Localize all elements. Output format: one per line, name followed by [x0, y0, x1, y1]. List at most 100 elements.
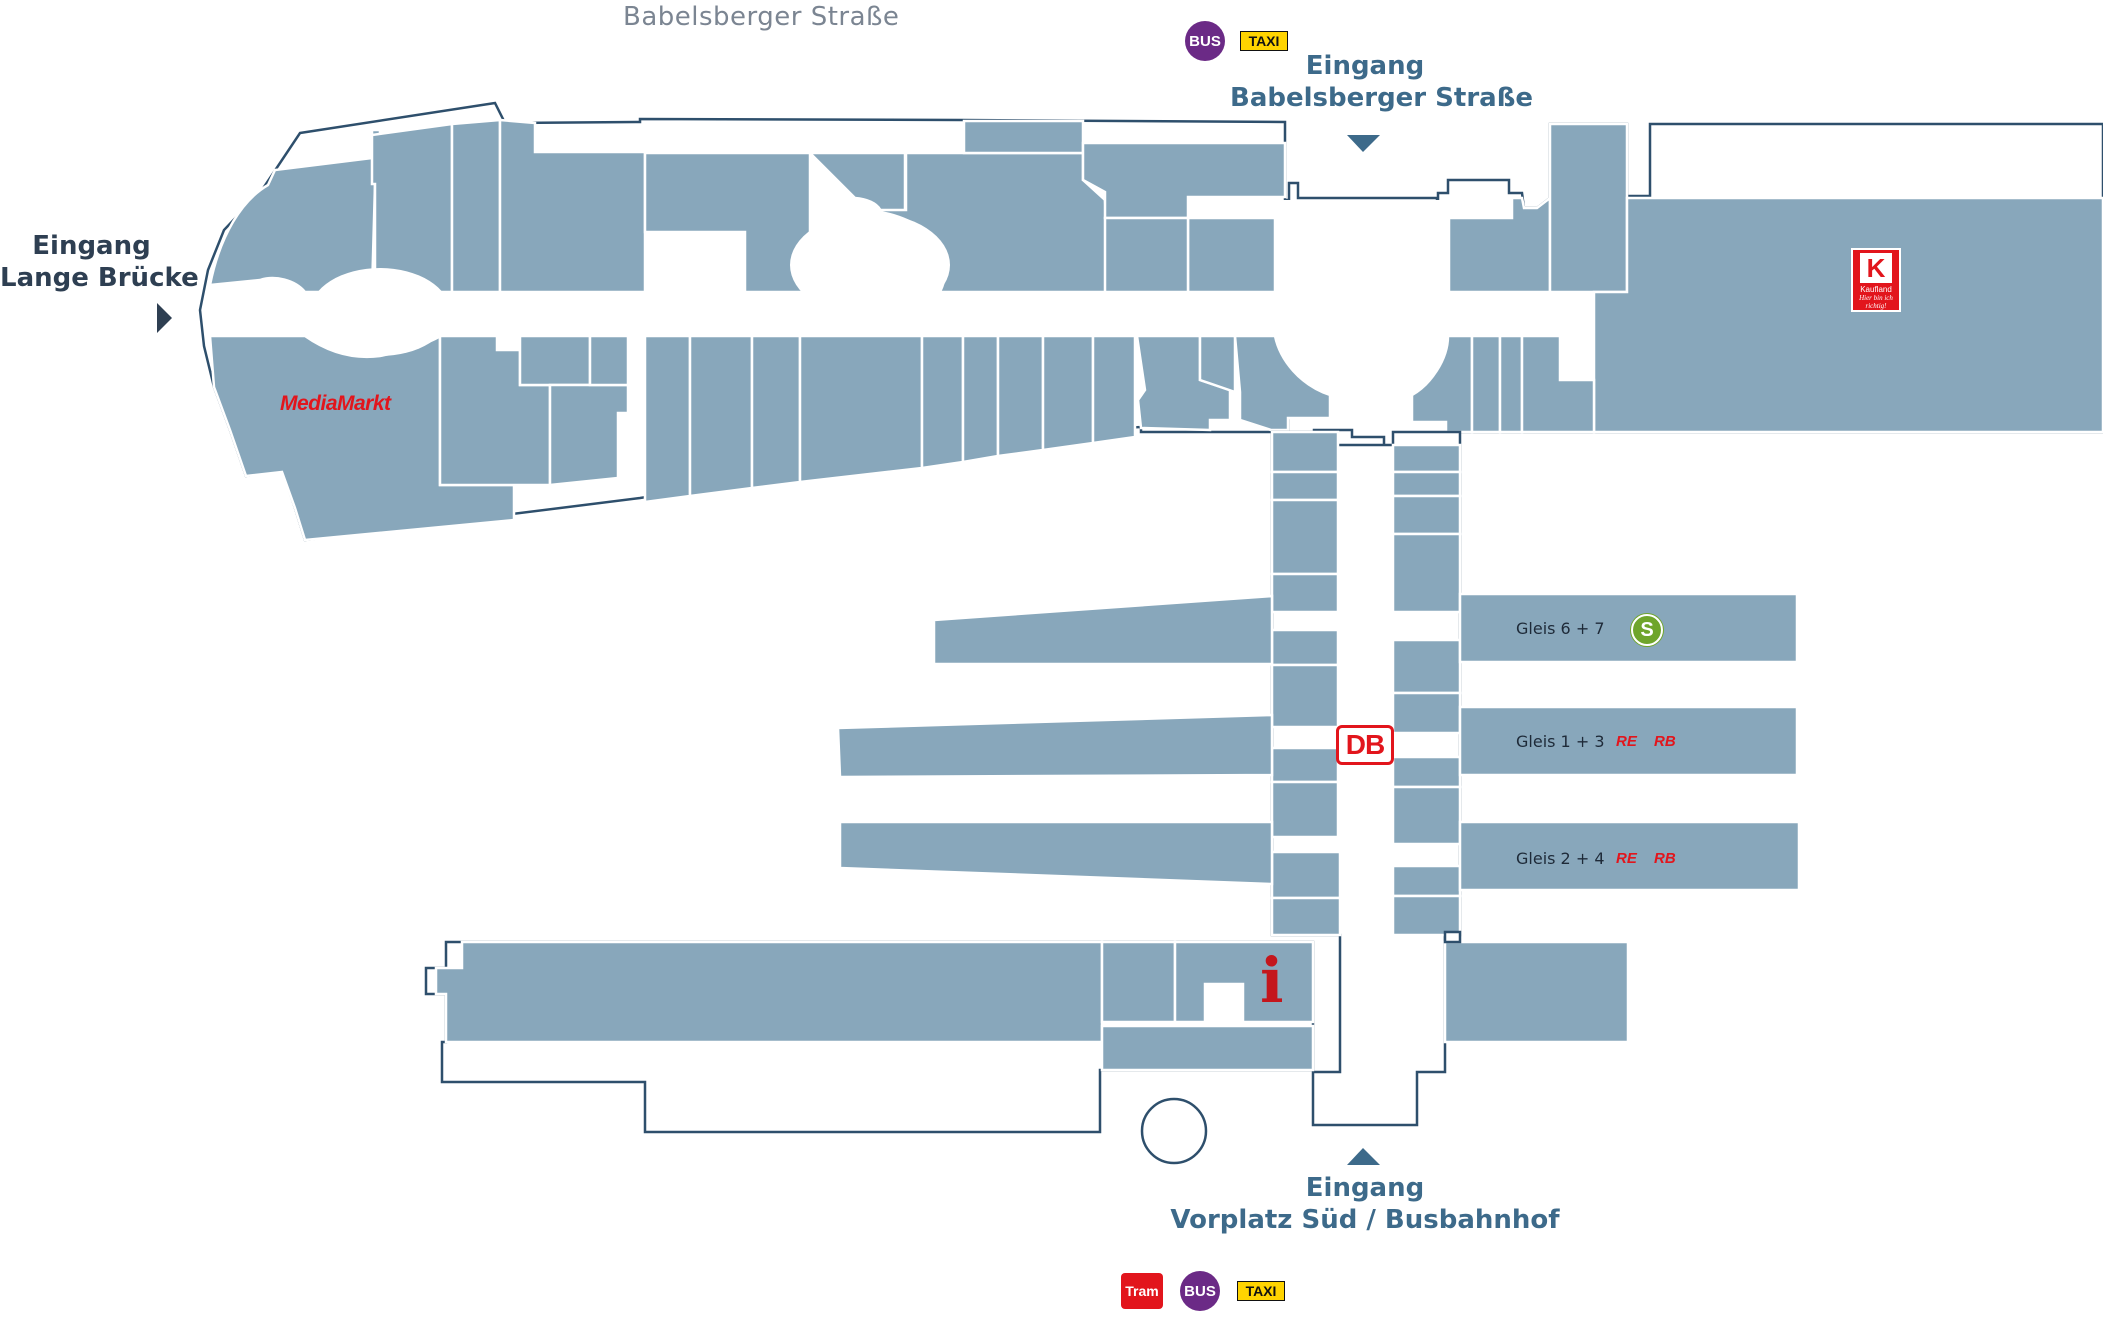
entrance-label-line1: Eingang: [32, 231, 151, 261]
platform-west-1: [932, 594, 1274, 666]
spine-w-10: [1270, 896, 1342, 937]
db-logo-icon: DB: [1336, 725, 1394, 765]
kaufland-name: Kaufland: [1860, 285, 1892, 294]
store-s-06: [688, 334, 754, 498]
platform-west-2: [836, 713, 1274, 779]
store-s-11: [996, 334, 1045, 458]
train-type-rb: RB: [1654, 850, 1676, 867]
kaufland-slogan: Hier bin ich richtig!: [1859, 294, 1893, 310]
store-s-07: [750, 334, 802, 490]
store-kaufland: [1592, 196, 2103, 434]
platform-east-gleis-6-7: [1458, 592, 1799, 664]
spine-w-04: [1270, 572, 1340, 614]
track-label-gleis-6-7: Gleis 6 + 7: [1516, 619, 1605, 638]
store-south-large: [434, 940, 1104, 1044]
entrance-label-line2: Lange Brücke: [0, 263, 199, 293]
sbahn-icon: S: [1631, 614, 1663, 646]
info-icon: i: [1260, 944, 1284, 1017]
spine-w-08: [1270, 780, 1340, 839]
store-s-13: [1091, 334, 1137, 445]
store-s-04: [588, 334, 630, 387]
store-e-03: [1498, 334, 1524, 434]
bus-icon: BUS: [1180, 1271, 1220, 1311]
store-s-09: [920, 334, 965, 470]
round-kiosk: [1140, 1097, 1208, 1165]
atrium-void-west: [310, 268, 450, 356]
north-wing: [198, 101, 2103, 542]
store-e-02: [1470, 334, 1502, 434]
store-s-12: [1041, 334, 1095, 452]
store-n-01: [370, 122, 454, 294]
central-rotunda: [1275, 200, 1448, 398]
entrance-label-line2: Vorplatz Süd / Busbahnhof: [1170, 1205, 1560, 1235]
entrance-label-line2: Babelsberger Straße: [1230, 83, 1534, 113]
spine-e-05: [1391, 638, 1462, 695]
entrance-label-line1: Eingang: [1305, 1173, 1425, 1203]
south-wing: [424, 930, 1630, 1165]
store-s-05: [643, 334, 692, 504]
track-label-gleis-1-3: Gleis 1 + 3: [1516, 732, 1605, 751]
entrance-label-line1: Eingang: [1305, 51, 1425, 81]
spine-e-06: [1391, 691, 1462, 735]
platform-west-3: [838, 820, 1274, 886]
store-n-10: [1103, 216, 1190, 294]
store-south-02: [1100, 940, 1177, 1024]
store-s-03: [548, 383, 630, 487]
mediamarkt-logo: MediaMarkt: [280, 392, 391, 415]
store-south-east: [1443, 940, 1630, 1044]
spine-e-09: [1391, 864, 1462, 898]
platform-east-gleis-1-3: [1458, 705, 1799, 777]
atrium-void-north: [790, 213, 950, 317]
spine-e-02: [1391, 470, 1462, 498]
store-south-04: [1100, 1024, 1315, 1072]
kaufland-k-icon: K: [1860, 253, 1892, 283]
bus-icon: BUS: [1185, 21, 1225, 61]
store-south-03: [1173, 940, 1315, 1024]
spine-w-03: [1270, 498, 1340, 576]
store-e-04: [1520, 334, 1596, 434]
track-label-gleis-2-4: Gleis 2 + 4: [1516, 849, 1605, 868]
spine-e-07: [1391, 755, 1462, 789]
spine-w-05: [1270, 628, 1340, 667]
train-type-rb: RB: [1654, 733, 1676, 750]
central-spine: [1270, 430, 1462, 1127]
platform-east-gleis-2-4: [1458, 820, 1801, 892]
spine-w-09: [1270, 850, 1342, 900]
store-n-02: [450, 118, 502, 294]
platforms: [836, 592, 1801, 892]
store-s-02: [518, 334, 592, 387]
spine-w-02: [1270, 470, 1340, 502]
taxi-icon: TAXI: [1237, 1281, 1285, 1301]
store-s-10: [961, 334, 1000, 464]
entrance-label-south: Eingang Vorplatz Süd / Busbahnhof: [1160, 1172, 1570, 1236]
store-south-east-annex: [1443, 930, 1462, 944]
store-ne-02: [1548, 122, 1629, 294]
entrance-arrows: [157, 135, 1380, 1165]
tram-icon: Tram: [1121, 1273, 1163, 1309]
store-n-07: [962, 119, 1085, 155]
spine-w-07: [1270, 746, 1340, 784]
kaufland-logo: K Kaufland Hier bin ich richtig!: [1851, 248, 1901, 312]
spine-e-03: [1391, 494, 1462, 536]
spine-e-08: [1391, 785, 1462, 846]
spine-e-04: [1391, 532, 1462, 614]
store-c-02: [1198, 334, 1237, 394]
spine-e-10: [1391, 894, 1462, 937]
spine-w-01: [1270, 430, 1340, 474]
triangle-arrow-icon: [1347, 1148, 1380, 1165]
entrance-label-west: Eingang Lange Brücke: [0, 230, 199, 294]
spine-e-01: [1391, 443, 1462, 474]
store-n-09: [1186, 216, 1277, 294]
train-type-re: RE: [1616, 850, 1637, 867]
street-label-north: Babelsberger Straße: [623, 2, 900, 32]
triangle-arrow-icon: [1347, 135, 1380, 152]
triangle-arrow-icon: [157, 303, 172, 333]
store-c-03: [1233, 334, 1332, 432]
spine-w-06: [1270, 663, 1340, 729]
store-s-08: [798, 334, 924, 484]
train-type-re: RE: [1616, 733, 1637, 750]
taxi-icon: TAXI: [1240, 31, 1288, 51]
entrance-label-north: Eingang Babelsberger Straße: [1230, 50, 1534, 114]
